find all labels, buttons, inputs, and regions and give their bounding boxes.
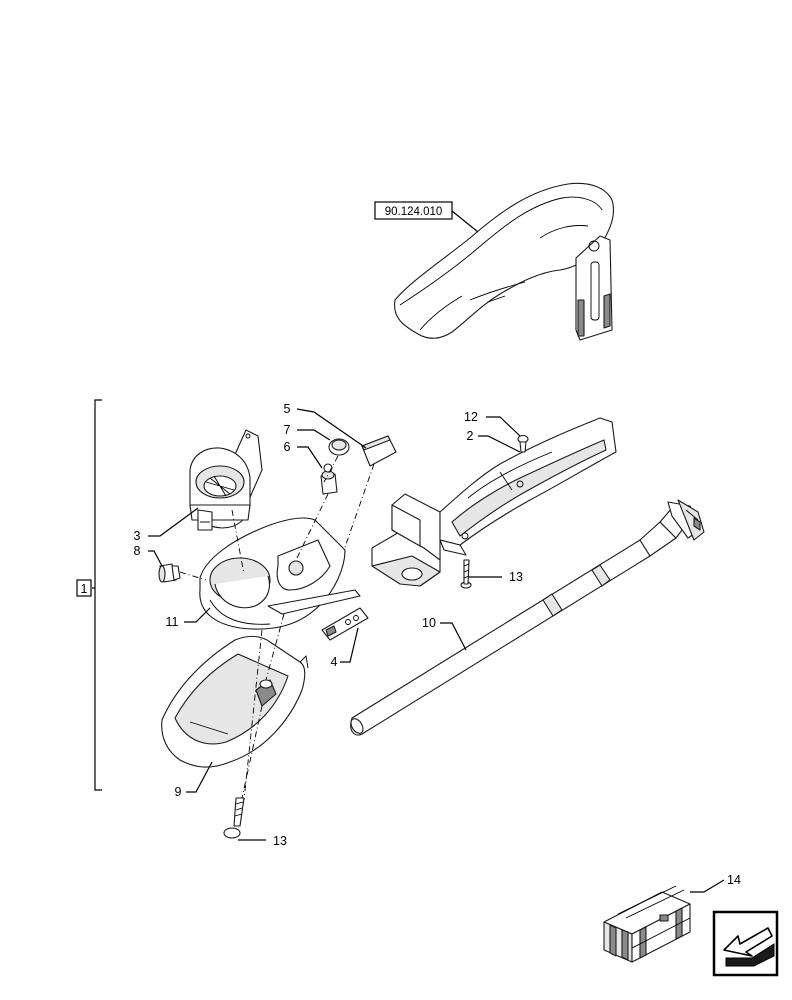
reference-label: 90.124.010 xyxy=(385,206,443,218)
leader-lines xyxy=(148,408,725,893)
assembly-bracket xyxy=(94,399,102,791)
navigation-arrow-icon xyxy=(712,910,779,977)
callout-13-bottom: 13 xyxy=(273,834,287,848)
console-bracket-part xyxy=(371,417,617,587)
storage-box-icon xyxy=(603,885,691,963)
bolt-bottom-part xyxy=(223,797,245,839)
screw-12-part xyxy=(517,434,529,453)
callout-3: 3 xyxy=(134,529,141,543)
callout-13-mid: 13 xyxy=(509,570,523,584)
small-switch-part xyxy=(320,463,338,495)
assembly-label: 1 xyxy=(81,582,88,596)
switch-module-part xyxy=(189,429,263,531)
callout-4: 4 xyxy=(331,655,338,669)
label-plate-part xyxy=(321,607,369,641)
callout-5: 5 xyxy=(284,402,291,416)
tray-part xyxy=(161,635,309,768)
callout-14: 14 xyxy=(727,873,741,887)
reference-box xyxy=(374,201,453,220)
callout-2: 2 xyxy=(467,429,474,443)
callout-10: 10 xyxy=(422,616,436,630)
callout-7: 7 xyxy=(284,423,291,437)
callout-8: 8 xyxy=(134,544,141,558)
callout-11: 11 xyxy=(166,615,179,629)
housing-part xyxy=(199,517,361,630)
bolt-mid-part xyxy=(460,559,472,589)
leader-reference xyxy=(451,210,479,233)
plug-part xyxy=(158,563,181,583)
cable-part xyxy=(350,499,705,736)
callout-6: 6 xyxy=(284,440,291,454)
assembly-box xyxy=(76,579,92,597)
armrest-reference-icon xyxy=(394,182,615,341)
callout-12: 12 xyxy=(464,410,478,424)
callout-9: 9 xyxy=(175,785,182,799)
cap-part xyxy=(361,435,397,467)
knob-part xyxy=(328,438,350,456)
